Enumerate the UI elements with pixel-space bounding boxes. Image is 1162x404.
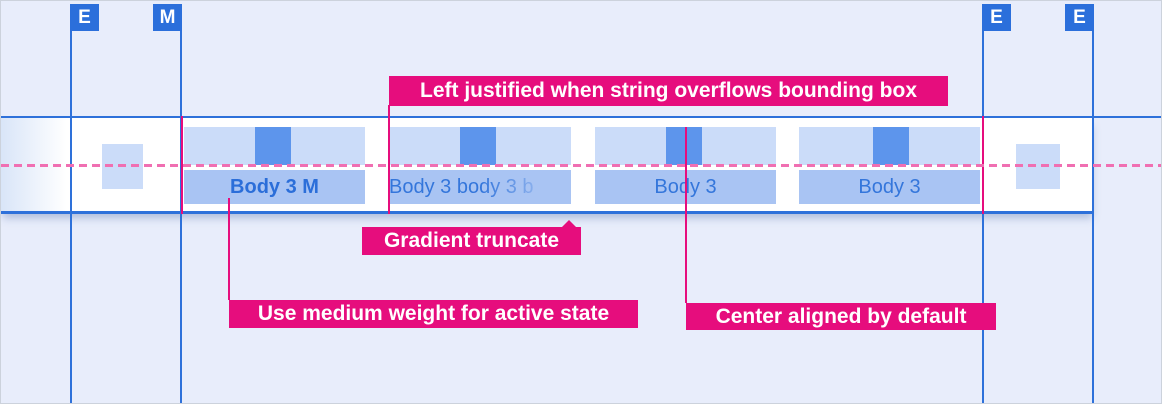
grid-line-edge-right-outer xyxy=(1092,31,1094,403)
tab-4-label[interactable]: Body 3 xyxy=(799,170,980,204)
annotation-gradient-truncate: Gradient truncate xyxy=(362,227,581,255)
tab-3-icon-placeholder xyxy=(666,127,702,165)
tab-1-label-active[interactable]: Body 3 M xyxy=(184,170,365,204)
spacing-marker-e-left: E xyxy=(70,4,99,31)
annotation-medium-weight: Use medium weight for active state xyxy=(229,300,638,328)
tabbar-top-border xyxy=(1,116,1161,118)
tab-4-icon-placeholder xyxy=(873,127,909,165)
gradient-truncate-fade xyxy=(481,170,571,204)
spacing-marker-m-left: M xyxy=(153,4,182,31)
tab-2-icon-placeholder xyxy=(460,127,496,165)
adjacent-tab-icon-left xyxy=(102,144,143,189)
spacing-marker-e-right-outer: E xyxy=(1065,4,1094,31)
annotation-left-justified: Left justified when string overflows bou… xyxy=(389,76,948,106)
gradient-truncate-arrow-icon xyxy=(562,220,576,227)
adjacent-tab-icon-right xyxy=(1016,144,1060,189)
grid-line-margin-left xyxy=(180,31,182,403)
center-aligned-pointer-line xyxy=(685,127,687,303)
icon-baseline-dashed-line xyxy=(1,164,1161,167)
spacing-marker-e-right-inner: E xyxy=(982,4,1011,31)
grid-line-edge-left xyxy=(70,31,72,403)
grid-line-edge-right-inner xyxy=(982,31,984,403)
tab-1-icon-placeholder xyxy=(255,127,291,165)
left-justified-pointer-line xyxy=(388,105,390,214)
medium-weight-pointer-line xyxy=(228,198,230,300)
annotation-center-aligned: Center aligned by default xyxy=(686,303,996,330)
